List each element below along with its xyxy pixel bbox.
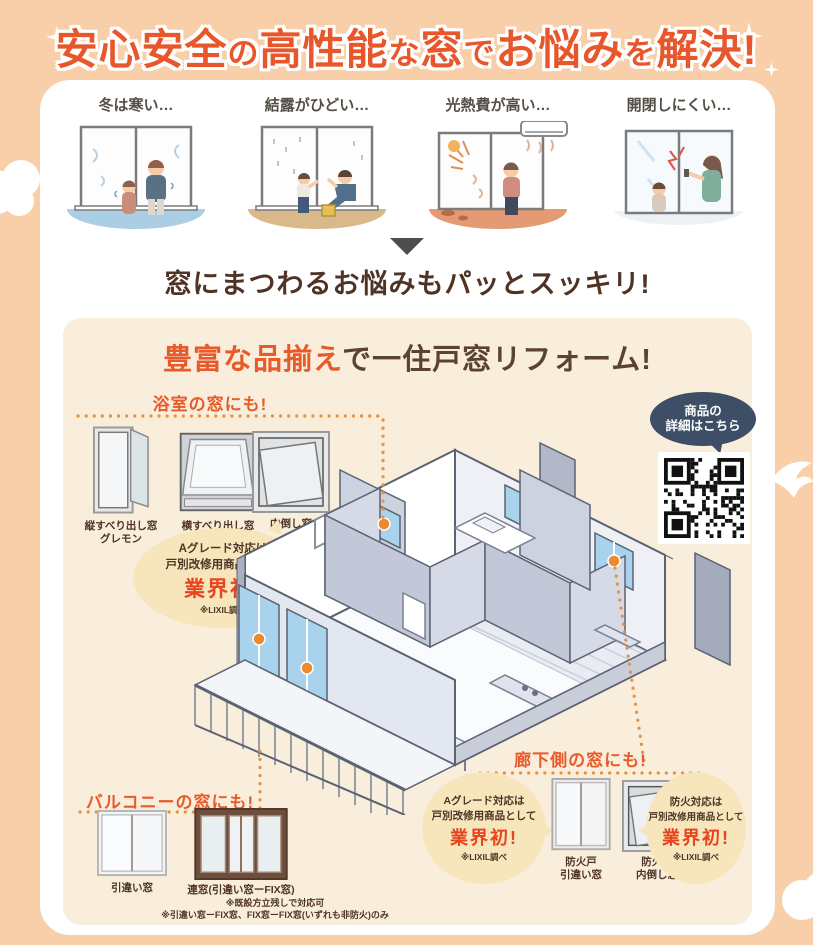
badge-line: Aグレード対応は — [178, 543, 268, 555]
product-name: 縦すべり出し窓 — [84, 520, 158, 532]
energy-cost-illustration-icon — [429, 121, 568, 229]
industry-first-text: 業界初! — [184, 578, 262, 601]
bird-icon — [772, 461, 813, 498]
cloud-icon — [0, 160, 64, 216]
qr-bubble: 商品の 詳細はこちら — [650, 392, 756, 456]
industry-first-text: 業界初! — [450, 828, 518, 848]
problem-caption: 冬は寒い… — [98, 97, 174, 114]
badge-line: 戸別改修用商品として — [165, 559, 281, 571]
balcony-notes: ※既設方立残しで対応可 ※引違い窓ーFIX窓、FIX窓ーFIX窓(いずれも非防火… — [120, 897, 430, 921]
title-part: の — [227, 36, 260, 71]
title-part: お悩み — [495, 26, 625, 73]
lixil-note: ※LIXIL調べ — [199, 605, 247, 615]
relief-headline: 窓にまつわるお悩みもパッとスッキリ! — [164, 269, 651, 299]
badge-line: 戸別改修用商品として — [648, 811, 744, 823]
firedoor-sliding-window-image — [551, 778, 611, 851]
cloud-icon — [782, 872, 813, 928]
hard-to-open-illustration-icon — [614, 129, 744, 226]
industry-first-text: 業界初! — [662, 827, 730, 848]
multi-window-image — [194, 808, 288, 880]
product-inward-tilt-window: 内倒し窓 — [236, 430, 346, 531]
title-part: 解決! — [656, 26, 758, 73]
problem-hard-to-open: 開閉しにくい… — [595, 94, 763, 233]
down-arrow-icon — [389, 238, 424, 255]
product-name: 防火戸 — [565, 856, 597, 868]
lixil-note: ※LIXIL調べ — [672, 851, 720, 862]
title-part: 安心安全 — [55, 26, 228, 73]
problem-winter: 冬は寒い… — [52, 94, 220, 233]
note-line: ※既設方立残しで対応可 — [225, 898, 325, 908]
badge-line: 戸別改修用商品として — [431, 810, 537, 822]
product-name: 引違い窓 — [111, 882, 153, 894]
lixil-note: ※LIXIL調べ — [460, 852, 508, 862]
problems-row: 冬は寒い… 結露がひどい… — [52, 94, 763, 233]
badge-line: 防火対応は — [669, 795, 723, 808]
balcony-section-label: バルコニーの窓にも! — [85, 793, 255, 812]
condensation-illustration-icon — [248, 125, 386, 229]
title-part: を — [624, 36, 657, 71]
title-part: な — [388, 36, 421, 71]
badge-tail — [541, 824, 554, 839]
problem-caption: 光熱費が高い… — [445, 97, 551, 114]
product-vertical-casement: 縦すべり出し窓グレモン — [76, 424, 166, 546]
title-part: 窓 — [420, 26, 464, 73]
title-part: で — [463, 36, 496, 71]
qr-bubble-line: 詳細はこちら — [665, 419, 741, 433]
showcase-title-accent: 豊富な品揃え — [163, 344, 343, 376]
bathroom-section-label: 浴室の窓にも! — [152, 395, 268, 414]
problem-caption: 結露がひどい… — [264, 97, 370, 114]
qr-code — [658, 452, 750, 544]
grade-badge: Aグレード対応は 戸別改修用商品として 業界初! ※LIXIL調べ — [133, 517, 313, 628]
product-sub: 引違い窓 — [560, 869, 602, 881]
badge-line: Aグレード対応は — [443, 795, 525, 807]
problem-caption: 開閉しにくい… — [626, 97, 732, 114]
product-multi-window: 連窓(引違い窓ーFIX窓) — [186, 808, 296, 897]
inward-tilt-window-image — [252, 431, 330, 513]
title-part: 高性能 — [259, 26, 389, 73]
product-sliding-window: 引違い窓 — [92, 810, 172, 895]
problem-energy-cost: 光熱費が高い… — [414, 94, 582, 233]
main-title: 安心安全の高性能な窓でお悩みを解決! — [40, 16, 773, 77]
grade-badge-corridor: Aグレード対応は 戸別改修用商品として 業界初! ※LIXIL調べ — [422, 772, 554, 884]
winter-illustration-icon — [67, 125, 205, 229]
note-line: ※引違い窓ーFIX窓、FIX窓ーFIX窓(いずれも非防火)のみ — [161, 910, 389, 920]
product-firedoor-sliding: 防火戸引違い窓 — [548, 778, 614, 882]
sliding-window-image — [97, 810, 167, 877]
qr-code-icon — [664, 458, 744, 538]
product-name: 連窓(引違い窓ーFIX窓) — [187, 884, 295, 896]
problem-condensation: 結露がひどい… — [233, 94, 401, 233]
corridor-section-label: 廊下側の窓にも! — [514, 751, 647, 770]
vertical-casement-window-image — [92, 426, 149, 514]
showcase-title-rest: で一住戸窓リフォーム! — [342, 344, 652, 376]
fireproof-badge: 防火対応は 戸別改修用商品として 業界初! ※LIXIL調べ — [638, 772, 746, 884]
qr-bubble-line: 商品の — [684, 404, 722, 418]
badge-tail — [638, 824, 651, 839]
showcase-title: 豊富な品揃えで一住戸窓リフォーム! — [63, 336, 752, 378]
product-sub: グレモン — [100, 533, 142, 545]
